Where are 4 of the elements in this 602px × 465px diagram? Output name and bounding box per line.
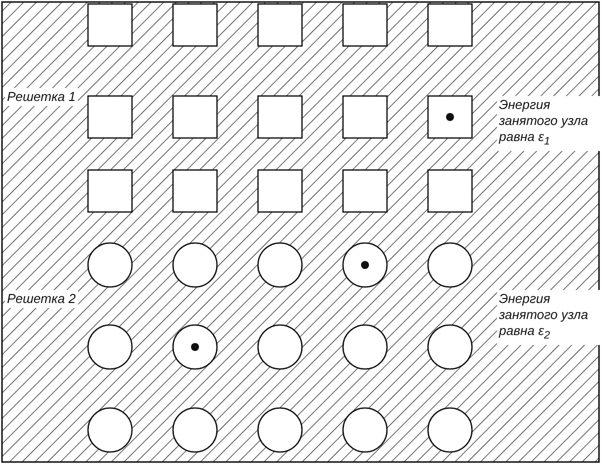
energy-note: Энергия занятого узла равна ε$_{2}$ [497, 290, 601, 345]
energy-note: Энергия занятого узла равна ε$_{1}$ [497, 96, 601, 151]
lattice-label: Решетка 1 [5, 88, 78, 106]
lattice-label: Решетка 2 [5, 290, 78, 308]
